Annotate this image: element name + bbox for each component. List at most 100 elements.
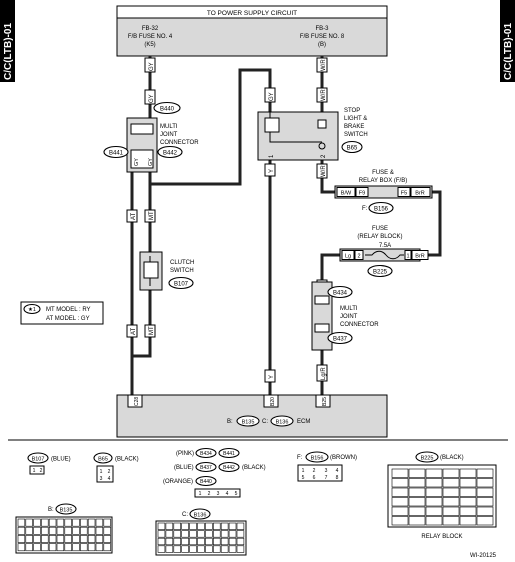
view-b156-pin-6: 6 bbox=[313, 475, 316, 481]
pin-cell bbox=[425, 516, 443, 526]
pin-cell bbox=[33, 535, 41, 543]
stop-switch-label-line3: BRAKE bbox=[344, 124, 364, 130]
pin-cell bbox=[103, 518, 111, 527]
pin-cell bbox=[17, 543, 26, 552]
view-b156-pin-8: 8 bbox=[336, 475, 339, 481]
pin-cell bbox=[95, 535, 104, 543]
view-mj-pin-5: 5 bbox=[235, 491, 238, 497]
pin-cell bbox=[408, 506, 426, 516]
wire-label-at-1: AT bbox=[131, 212, 137, 220]
view-b156-pin-5: 5 bbox=[302, 475, 305, 481]
pin-cell bbox=[425, 487, 443, 497]
connector-b156-label: B156 bbox=[374, 207, 389, 213]
pin-cell bbox=[173, 522, 182, 530]
ecm-b136-label: B136 bbox=[276, 420, 289, 426]
view-b156-pin-1: 1 bbox=[302, 468, 305, 474]
view-b65-pin-2: 2 bbox=[108, 469, 111, 475]
view-mj-pink: (PINK) bbox=[176, 451, 194, 457]
pin-cell bbox=[95, 526, 104, 535]
pin-cell bbox=[228, 530, 237, 538]
fuse-box-wire-bw: B/W bbox=[341, 191, 352, 197]
fuse-box-prefix: F: bbox=[362, 206, 368, 212]
pin-cell bbox=[236, 545, 245, 553]
legend-tag: ★1 bbox=[28, 306, 36, 313]
pin-cell bbox=[87, 535, 96, 543]
fuse-right-line2: F/B FUSE NO. 8 bbox=[300, 34, 345, 40]
view-b156-pin-2: 2 bbox=[313, 468, 316, 474]
view-b65-pin-1: 1 bbox=[100, 469, 103, 475]
pin-cell bbox=[33, 526, 41, 535]
wire-label-y: Y bbox=[269, 169, 275, 173]
view-b135-prefix: B: bbox=[48, 507, 54, 513]
connector-b437-label: B437 bbox=[333, 337, 348, 343]
view-b135: B: B135 bbox=[15, 503, 113, 554]
view-b107-pin-2: 2 bbox=[40, 468, 43, 474]
view-b65-pin-4: 4 bbox=[108, 476, 111, 482]
view-b156-id: B156 bbox=[311, 456, 324, 462]
wire-label-wr-top: W/R bbox=[321, 59, 327, 71]
relay-block-wire-lg: Lg bbox=[345, 254, 351, 260]
relay-block-fuse-rating: 7.5A bbox=[379, 243, 391, 249]
pin-cell bbox=[157, 537, 166, 546]
wire-labels: GY W/R GY GY W/R Y W/R AT MT AT MT Y Lg/… bbox=[126, 57, 328, 383]
wire-label-gy-top: GY bbox=[149, 62, 155, 71]
pin-cell bbox=[17, 526, 26, 535]
pin-cell bbox=[72, 526, 80, 535]
view-b156-prefix: F: bbox=[297, 455, 303, 461]
clutch-switch-label-line1: CLUTCH bbox=[170, 260, 194, 266]
view-b156-pin-7: 7 bbox=[325, 475, 328, 481]
view-b136: C: B136 bbox=[155, 508, 247, 556]
pin-cell bbox=[205, 522, 213, 530]
view-mj-pin-1: 1 bbox=[199, 491, 202, 497]
connector-b441: B441 bbox=[103, 145, 129, 159]
ecm-pin-b20: B20 bbox=[270, 397, 276, 406]
view-b65-color: (BLACK) bbox=[115, 457, 139, 463]
pin-cell bbox=[425, 468, 443, 478]
view-b225-id: B225 bbox=[421, 456, 434, 462]
view-mj-pin-4: 4 bbox=[226, 491, 229, 497]
fuse-box-label-line1: FUSE & bbox=[372, 170, 394, 176]
model-legend: ★1 MT MODEL : RY AT MODEL : GY bbox=[20, 301, 104, 325]
clutch-switch-label-line2: SWITCH bbox=[170, 268, 194, 274]
pin-cell bbox=[56, 518, 65, 527]
ecm-b135-label: B135 bbox=[242, 420, 255, 426]
pin-cell bbox=[25, 535, 33, 543]
pin-cell bbox=[459, 487, 477, 497]
pin-cell bbox=[48, 543, 57, 552]
pin-cell bbox=[33, 518, 41, 527]
fuse-right-line3: (B) bbox=[318, 42, 326, 48]
pin-cell bbox=[64, 535, 72, 543]
view-b225: B225 (BLACK) RELAY BLOCK bbox=[387, 451, 497, 540]
pin-cell bbox=[220, 537, 229, 546]
pin-cell bbox=[459, 497, 477, 507]
legend-line-1: MT MODEL : RY bbox=[46, 307, 91, 313]
wire-label-mt-2: MT bbox=[149, 326, 155, 335]
pin-cell bbox=[80, 535, 88, 543]
view-mj-black: (BLACK) bbox=[242, 465, 266, 471]
pin-cell bbox=[41, 518, 49, 527]
pin-cell bbox=[56, 526, 65, 535]
multi-joint-1-label-line2: JOINT bbox=[160, 132, 178, 138]
pin-cell bbox=[236, 537, 245, 546]
view-b156: F: B156 (BROWN) 1 2 3 4 5 6 7 8 bbox=[297, 451, 357, 482]
left-side-tab: C/C(LTB)-01 bbox=[0, 0, 15, 82]
multi-joint-2-label-line2: JOINT bbox=[340, 314, 358, 320]
pin-cell bbox=[165, 537, 174, 546]
pin-cell bbox=[64, 526, 72, 535]
pin-cell bbox=[391, 516, 409, 526]
pin-cell bbox=[48, 518, 57, 527]
right-side-tab-label: C/C(LTB)-01 bbox=[503, 23, 514, 80]
pin-cell bbox=[87, 518, 96, 527]
pin-cell bbox=[459, 516, 477, 526]
pin-cell bbox=[228, 537, 237, 546]
pin-cell bbox=[41, 543, 49, 552]
pin-cell bbox=[476, 468, 494, 478]
ecm-pin-c28: C28 bbox=[134, 397, 140, 406]
pin-cell bbox=[157, 530, 166, 538]
pin-cell bbox=[408, 468, 426, 478]
pin-cell bbox=[103, 535, 111, 543]
view-mj-blue: (BLUE) bbox=[174, 465, 194, 471]
pin-cell bbox=[80, 543, 88, 552]
mj1-pin-gy-left: GY bbox=[134, 158, 140, 166]
pin-cell bbox=[87, 526, 96, 535]
